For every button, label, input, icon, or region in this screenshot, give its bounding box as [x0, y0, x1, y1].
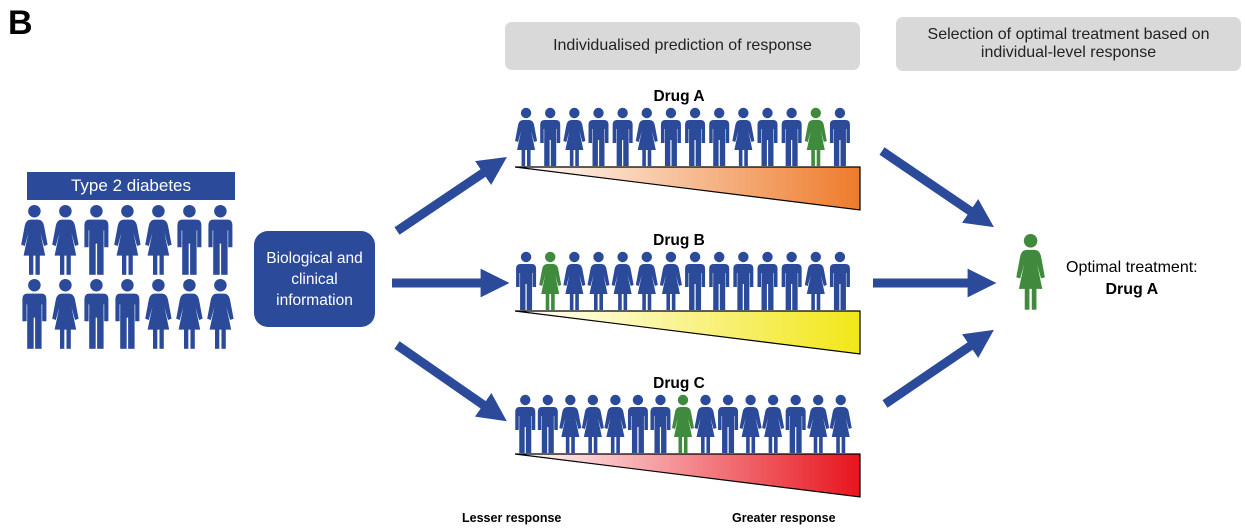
patient-icon	[604, 394, 627, 453]
population-person-icon	[208, 204, 233, 275]
population-person-icon	[115, 278, 140, 349]
info-box-text: Biological and clinical information	[266, 249, 363, 309]
population-person-icon	[207, 278, 234, 349]
population-person-icon	[177, 204, 202, 275]
header-selection: Selection of optimal treatment based on …	[896, 17, 1241, 71]
patient-icon-highlight	[804, 107, 827, 166]
population-person-icon	[114, 204, 141, 275]
optimal-treatment-drug: Drug A	[1105, 281, 1159, 298]
patient-icon	[829, 107, 850, 166]
patient-icon	[762, 394, 785, 453]
arrow-to-drug-a	[394, 156, 507, 235]
patient-icon	[757, 107, 778, 166]
optimal-treatment-text: Optimal treatment: Drug A	[1066, 257, 1198, 301]
patient-icon	[733, 251, 754, 310]
patient-icon	[581, 394, 604, 453]
response-gradient-triangle	[514, 310, 861, 355]
patient-icon	[515, 107, 538, 166]
patient-icon	[685, 251, 706, 310]
patient-icon	[635, 107, 658, 166]
response-gradient-triangle	[514, 453, 861, 498]
drug-a-label: Drug A	[653, 88, 705, 105]
header-prediction: Individualised prediction of response	[505, 22, 860, 70]
patient-icon	[515, 394, 536, 453]
info-box: Biological and clinical information	[254, 231, 375, 327]
population-label: Type 2 diabetes	[27, 172, 235, 200]
patient-icon	[660, 107, 681, 166]
population-person-icon	[145, 278, 172, 349]
patient-icon	[659, 251, 682, 310]
patient-icon	[587, 251, 610, 310]
population-person-icon	[176, 278, 203, 349]
patient-icon	[732, 107, 755, 166]
drug-c-label: Drug C	[653, 375, 705, 392]
drug-b-label: Drug B	[653, 232, 705, 249]
patient-icon-highlight	[539, 251, 562, 310]
patient-icon	[709, 251, 730, 310]
arrow-from-drug-a	[879, 147, 994, 228]
patient-icon	[611, 251, 634, 310]
drug-b-figures	[516, 251, 850, 310]
response-gradient-triangle	[514, 166, 861, 211]
patient-icon	[829, 394, 852, 453]
patient-icon	[627, 394, 648, 453]
patient-icon	[718, 394, 739, 453]
patient-icon	[563, 107, 586, 166]
patient-icon-highlight	[672, 394, 694, 453]
patient-icon	[588, 107, 609, 166]
population-person-icon	[21, 204, 48, 275]
arrow-to-drug-c	[394, 341, 507, 422]
population-person-icon	[22, 278, 47, 349]
patient-icon	[563, 251, 586, 310]
population-person-icon	[84, 278, 109, 349]
patient-icon	[559, 394, 582, 453]
patient-icon	[781, 107, 802, 166]
optimal-patient-figure	[1016, 234, 1045, 310]
arrow-from-drug-c	[882, 329, 994, 408]
population-person-icon	[52, 204, 79, 275]
drug-c-response-gradient	[514, 453, 861, 498]
drug-c-figures	[515, 394, 852, 453]
patient-icon	[781, 251, 802, 310]
patient-icon	[516, 251, 537, 310]
patient-icon	[685, 107, 706, 166]
population-person-icon	[52, 278, 79, 349]
panel-label: B	[8, 4, 33, 42]
patient-icon	[807, 394, 830, 453]
patient-icon	[612, 107, 633, 166]
population-person-icon	[145, 204, 172, 275]
patient-icon	[757, 251, 778, 310]
optimal-patient-icon	[1016, 234, 1045, 310]
patient-icon	[739, 394, 762, 453]
population-figures	[21, 204, 234, 349]
patient-icon	[694, 394, 717, 453]
lesser-response-label: Lesser response	[462, 511, 562, 525]
patient-icon	[785, 394, 806, 453]
patient-icon	[709, 107, 730, 166]
drug-a-figures	[515, 107, 850, 166]
patient-icon	[635, 251, 658, 310]
greater-response-label: Greater response	[732, 511, 836, 525]
optimal-treatment-label: Optimal treatment:	[1066, 259, 1198, 276]
drug-b-response-gradient	[514, 310, 861, 355]
patient-icon	[540, 107, 561, 166]
patient-icon	[829, 251, 850, 310]
population-person-icon	[84, 204, 109, 275]
drug-a-response-gradient	[514, 166, 861, 211]
patient-icon	[804, 251, 827, 310]
patient-icon	[537, 394, 558, 453]
patient-icon	[650, 394, 671, 453]
